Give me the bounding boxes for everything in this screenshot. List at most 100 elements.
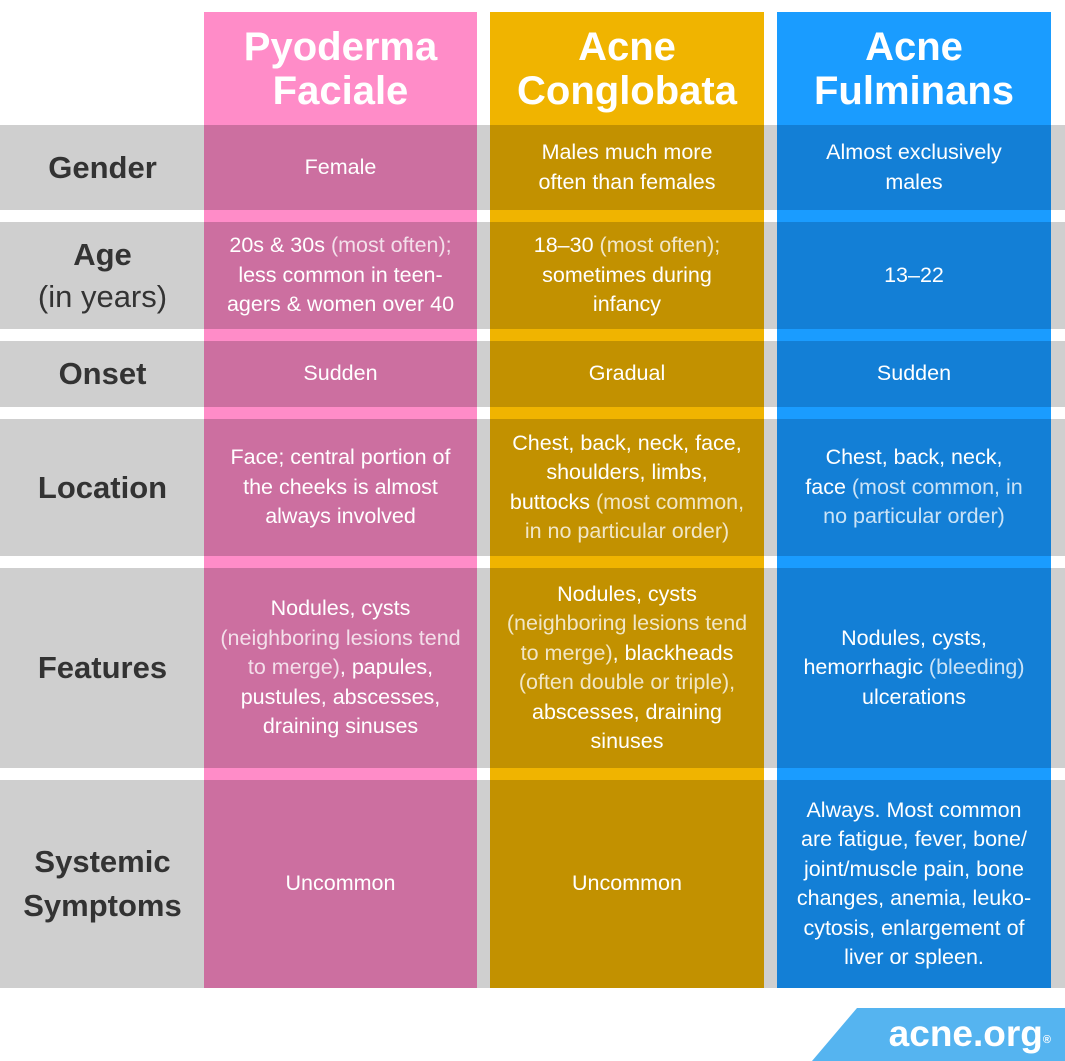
cell-line: always involved xyxy=(231,502,451,532)
cell-bg-pyoderma-location xyxy=(204,419,477,556)
row-label-location: Location xyxy=(37,469,168,505)
cell-text: (most common, xyxy=(589,489,745,514)
cell-text: males xyxy=(885,169,943,194)
cell-pyoderma-onset: Sudden xyxy=(204,341,477,407)
cell-content: Gradual xyxy=(589,359,666,389)
cell-line: Nodules, cysts xyxy=(507,580,747,610)
cell-bg-pyoderma-onset xyxy=(204,341,477,407)
cell-text: no particular order) xyxy=(823,504,1005,529)
cell-text: Chest, back, neck, xyxy=(825,445,1003,470)
cell-text: Nodules, cysts, xyxy=(841,625,987,650)
cell-content: Nodules, cysts(neighboring lesions tend t… xyxy=(220,594,460,742)
cell-content: Uncommon xyxy=(572,869,682,899)
cell-line: Female xyxy=(305,153,377,183)
cell-text: (neighboring lesions tend xyxy=(220,625,461,650)
cell-text: 18–30 xyxy=(533,233,594,258)
cell-bg-fulminans-onset xyxy=(777,341,1051,407)
cell-text: buttocks xyxy=(509,489,590,514)
row-label-features: Features xyxy=(37,650,168,685)
cell-line: in no particular order) xyxy=(510,517,744,547)
cell-line: Almost exclusively xyxy=(826,138,1002,168)
cell-text: always involved xyxy=(265,504,416,529)
cell-line: the cheeks is almost xyxy=(231,473,451,503)
cell-content: Chest, back, neck, face,shoulders, limbs… xyxy=(510,429,744,547)
cell-line: Uncommon xyxy=(286,869,396,899)
cell-line: face (most common, in xyxy=(805,473,1022,503)
cell-line: (neighboring lesions tend xyxy=(220,624,460,654)
cell-text: cytosis, enlargement of xyxy=(803,915,1025,940)
cell-text: Sudden xyxy=(876,361,952,386)
cell-bg-pyoderma-features xyxy=(204,568,477,768)
cell-text: (bleeding) xyxy=(922,655,1025,680)
cell-line: 20s & 30s (most often); xyxy=(227,231,454,261)
row-label-gender: Gender xyxy=(48,149,157,185)
cell-line: cytosis, enlargement of xyxy=(797,914,1031,944)
cell-text: liver or spleen. xyxy=(844,945,984,969)
cell-line: (often double or triple), xyxy=(507,668,747,698)
cell-bg-conglobata-gender xyxy=(490,125,764,210)
cell-text: Chest, back, neck, face, xyxy=(512,430,742,455)
cell-line: joint/muscle pain, bone xyxy=(797,855,1031,885)
cell-line: Sudden xyxy=(303,359,377,389)
cell-pyoderma-age: 20s & 30s (most often);less common in te… xyxy=(204,222,477,329)
cell-line: Nodules, cysts xyxy=(220,594,460,624)
cell-fulminans-features: Nodules, cysts,hemorrhagic (bleeding)ulc… xyxy=(777,568,1051,768)
cell-content: 18–30 (most often); sometimes during infan… xyxy=(534,231,720,320)
cell-bg-conglobata-location xyxy=(490,419,764,556)
cell-pyoderma-symptoms: Uncommon xyxy=(204,780,477,988)
column-header-pyoderma: Pyoderma Faciale xyxy=(243,24,438,113)
cell-text: joint/muscle pain, bone xyxy=(804,856,1024,881)
cell-text: abscesses, draining xyxy=(531,699,723,724)
cell-bg-pyoderma-age xyxy=(204,222,477,329)
cell-text: Sudden xyxy=(303,361,378,386)
cell-text: (most often); xyxy=(593,233,721,258)
cell-text: often than females xyxy=(538,169,716,194)
cell-line: abscesses, draining xyxy=(507,698,747,728)
cell-line: Gradual xyxy=(589,359,666,389)
cell-content: Female xyxy=(305,153,377,183)
cell-bg-conglobata-features xyxy=(490,568,764,768)
cell-text: (often double or triple), xyxy=(518,670,736,694)
cell-conglobata-onset: Gradual xyxy=(490,341,764,407)
cell-conglobata-location: Chest, back, neck, face,shoulders, limbs… xyxy=(490,419,764,556)
cell-content: 20s & 30s (most often);less common in te… xyxy=(227,231,454,320)
cell-line: sometimes during xyxy=(534,261,720,291)
cell-line: less common in teen- xyxy=(227,261,454,291)
cell-line: Males much more xyxy=(539,138,716,168)
cell-line: Chest, back, neck, face, xyxy=(510,429,744,459)
acne-org-logo-shape xyxy=(812,1008,1065,1061)
cell-line: Always. Most common xyxy=(797,796,1031,826)
cell-content: Sudden xyxy=(303,359,377,389)
cell-text: infancy xyxy=(592,292,662,317)
cell-text: agers & women over 40 xyxy=(226,292,455,317)
cell-line: draining sinuses xyxy=(220,712,460,742)
acne-org-logo: acne.org® xyxy=(888,1013,1051,1054)
cell-text: in no particular order) xyxy=(524,519,730,543)
cell-text: face xyxy=(805,474,846,499)
cell-line: pustules, abscesses, xyxy=(220,683,460,713)
cell-text: sometimes during xyxy=(542,262,712,287)
cell-content: 13–22 xyxy=(884,261,944,291)
cell-line: Chest, back, neck, xyxy=(805,443,1022,473)
cell-content: Sudden xyxy=(877,359,951,389)
cell-line: to merge), papules, xyxy=(220,653,460,683)
cell-line: are fatigue, fever, bone/ xyxy=(797,825,1031,855)
cell-text: 13–22 xyxy=(884,262,944,287)
cell-bg-pyoderma-symptoms xyxy=(204,780,477,988)
cell-bg-fulminans-symptoms xyxy=(777,780,1051,988)
cell-bg-conglobata-age xyxy=(490,222,764,329)
cell-bg-conglobata-onset xyxy=(490,341,764,407)
cell-line: liver or spleen. xyxy=(797,943,1031,973)
cell-pyoderma-gender: Female xyxy=(204,125,477,210)
cell-text: 20s & 30s xyxy=(229,233,325,258)
